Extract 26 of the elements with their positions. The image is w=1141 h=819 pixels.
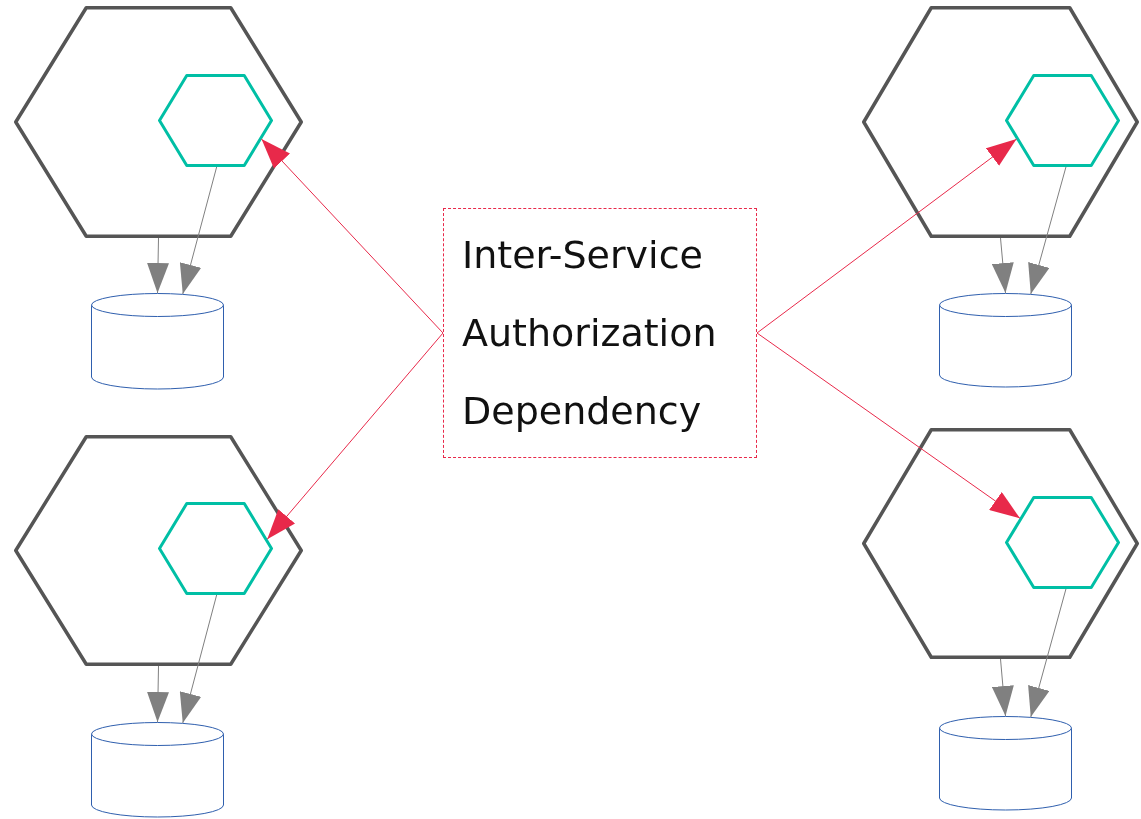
arrow	[1028, 588, 1067, 718]
arrow	[261, 138, 444, 334]
arrow	[147, 237, 170, 294]
arrow	[756, 332, 1021, 519]
service-hexagon	[14, 435, 303, 666]
database-cylinder	[91, 722, 224, 817]
component-hexagon	[1005, 74, 1120, 167]
arrow	[266, 332, 444, 540]
service-hexagon	[862, 6, 1139, 238]
arrow	[179, 594, 218, 724]
arrow	[179, 166, 218, 295]
arrow	[991, 237, 1014, 294]
database-cylinder	[939, 716, 1072, 810]
database-cylinder	[939, 293, 1072, 387]
service-hexagon	[862, 428, 1139, 659]
component-hexagon	[158, 502, 273, 595]
arrow	[756, 138, 1017, 334]
box-label: Inter-Service Authorization Dependency	[462, 232, 718, 435]
component-hexagon	[1005, 496, 1120, 589]
database-cylinder	[91, 293, 224, 389]
arrow	[1028, 166, 1067, 295]
arrow	[991, 658, 1014, 717]
arrow	[147, 665, 170, 723]
component-hexagon	[158, 74, 273, 167]
dashed-box	[443, 208, 757, 458]
service-hexagon	[14, 6, 303, 238]
